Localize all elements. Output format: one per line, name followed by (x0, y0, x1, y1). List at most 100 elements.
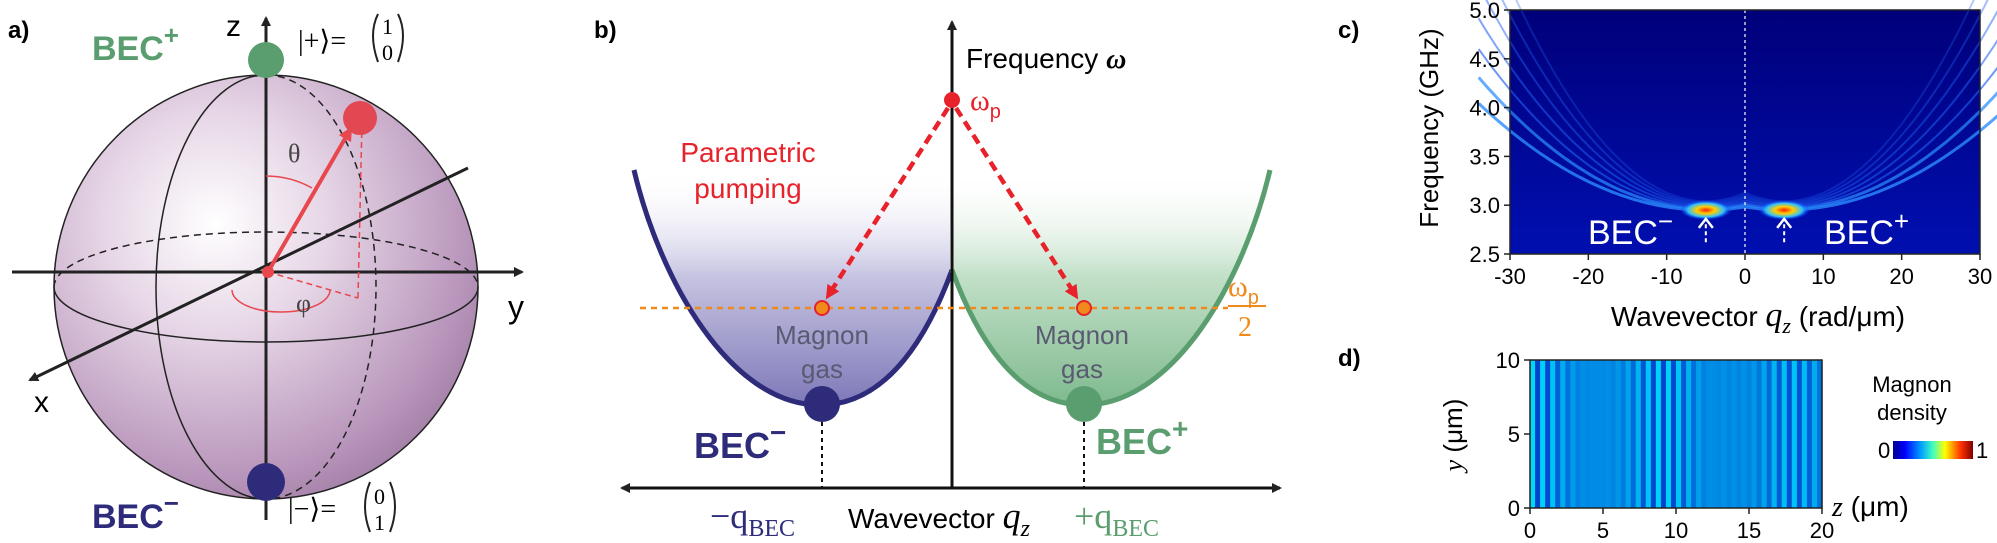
bec-plus-label-b: BEC+ (1096, 413, 1188, 462)
density-stripe (1620, 360, 1627, 508)
density-stripe (1590, 360, 1597, 508)
panel-b: b) Frequency ω ωp 2 ωp Parametric pumpin… (594, 17, 1282, 542)
axis-x-label: x (34, 386, 49, 419)
chart-c-ytick-label: 4.0 (1469, 96, 1500, 121)
chart-d-xlabel: z (μm) (1831, 491, 1909, 523)
density-stripe (1681, 360, 1687, 508)
chart-d-xtick-label: 15 (1737, 518, 1761, 543)
density-stripe (1676, 360, 1682, 508)
density-stripe (1610, 360, 1617, 508)
bec-minus-label: BEC− (92, 488, 179, 536)
chart-c-xtick-label: 20 (1889, 264, 1913, 289)
density-stripe (1801, 360, 1808, 508)
density-stripe (1550, 360, 1556, 508)
density-stripe (1540, 360, 1546, 508)
density-stripe (1786, 360, 1793, 508)
chart-c-bec-plus: BEC+ (1824, 206, 1909, 252)
q-plus-label: +qBEC (1074, 496, 1159, 542)
vector-projection-horizontal (267, 271, 359, 299)
chart-d-ytick-label: 0 (1508, 496, 1520, 521)
density-stripe (1600, 360, 1607, 508)
magnon-point-left (814, 300, 830, 316)
omega-p-half-den: 2 (1238, 312, 1252, 343)
chart-d-ytick-label: 10 (1496, 348, 1520, 373)
ket-minus-paren-right (389, 481, 396, 533)
chart-c-xtick-label: -20 (1572, 264, 1604, 289)
magnon-gas-left-1: Magnon (775, 320, 869, 350)
q-minus-label: −qBEC (710, 496, 795, 542)
chart-c-ytick-label: 3.0 (1469, 193, 1500, 218)
ket-plus: |+⟩= (298, 26, 346, 57)
chart-c-ytick-label: 2.5 (1469, 242, 1500, 267)
chart-d-xtick-label: 10 (1664, 518, 1688, 543)
phi-label: φ (296, 289, 311, 318)
panel-b-label: b) (594, 17, 617, 44)
density-stripe (1811, 360, 1818, 508)
panel-d-label: d) (1338, 345, 1361, 372)
density-stripe (1726, 360, 1732, 508)
bec-minus-pole (247, 463, 285, 501)
bec-hotspot-left (1679, 200, 1732, 221)
density-stripe (1766, 360, 1773, 508)
vertical-meridian-front (155, 74, 267, 500)
density-stripe (1665, 360, 1672, 508)
chart-c-xtick-label: 30 (1968, 264, 1992, 289)
chart-c-bec-minus: BEC− (1588, 206, 1673, 252)
density-stripe (1555, 360, 1561, 508)
density-stripe (1570, 360, 1576, 508)
chart-d-ylabel: y (μm) (1438, 399, 1468, 475)
density-stripe (1635, 360, 1642, 508)
density-stripe (1595, 360, 1602, 508)
pumping-label-line2: pumping (694, 173, 801, 204)
ket-plus-paren-left (372, 13, 379, 63)
density-stripe (1615, 360, 1622, 508)
state-vector (266, 126, 353, 274)
magnon-gas-right-2: gas (1061, 354, 1103, 384)
density-stripe (1771, 360, 1778, 508)
ket-plus-bottom: 0 (382, 40, 393, 65)
pump-point (944, 92, 960, 108)
density-stripe (1751, 360, 1758, 508)
ket-minus: |−⟩= (288, 494, 336, 525)
chart-c-ytick-label: 3.5 (1469, 144, 1500, 169)
chart-d-xtick-label: 0 (1524, 518, 1536, 543)
bec-plus-ball (1066, 386, 1102, 422)
x-axis (28, 166, 469, 382)
density-stripe (1791, 360, 1798, 508)
density-stripe (1575, 360, 1581, 508)
density-stripe (1535, 360, 1541, 508)
colorbar-title-1: Magnon (1872, 372, 1952, 397)
wavevector-label-b: Wavevector qz (848, 496, 1031, 542)
chart-c-ytick-label: 4.5 (1469, 47, 1500, 72)
colorbar-min: 0 (1878, 438, 1890, 463)
ket-minus-bottom: 1 (374, 510, 385, 535)
omega-p-half-num: ωp (1228, 270, 1259, 309)
omega-p-label: ωp (970, 84, 1001, 123)
density-stripe (1580, 360, 1586, 508)
chart-c-xtick-label: -30 (1494, 264, 1526, 289)
chart-c-xtick-label: 0 (1739, 264, 1751, 289)
chart-c-xtick-label: -10 (1651, 264, 1683, 289)
density-stripe (1585, 360, 1592, 508)
density-stripe (1545, 360, 1551, 508)
colorbar (1893, 441, 1973, 459)
colorbar-title-2: density (1877, 400, 1947, 425)
density-stripe (1650, 360, 1657, 508)
density-stripe (1701, 360, 1707, 508)
colorbar-max: 1 (1976, 438, 1988, 463)
phi-arc (231, 289, 331, 313)
density-stripe (1736, 360, 1743, 508)
density-stripe (1605, 360, 1612, 508)
density-stripe (1625, 360, 1632, 508)
density-stripe (1721, 360, 1727, 508)
ket-minus-top: 0 (374, 484, 385, 509)
density-stripe (1645, 360, 1652, 508)
density-stripe (1731, 360, 1738, 508)
ket-plus-paren-right (397, 13, 404, 63)
origin-point (262, 266, 274, 278)
density-stripe (1716, 360, 1722, 508)
ket-minus-paren-left (364, 481, 371, 533)
density-stripe (1746, 360, 1753, 508)
axis-z-label: z (226, 10, 241, 43)
